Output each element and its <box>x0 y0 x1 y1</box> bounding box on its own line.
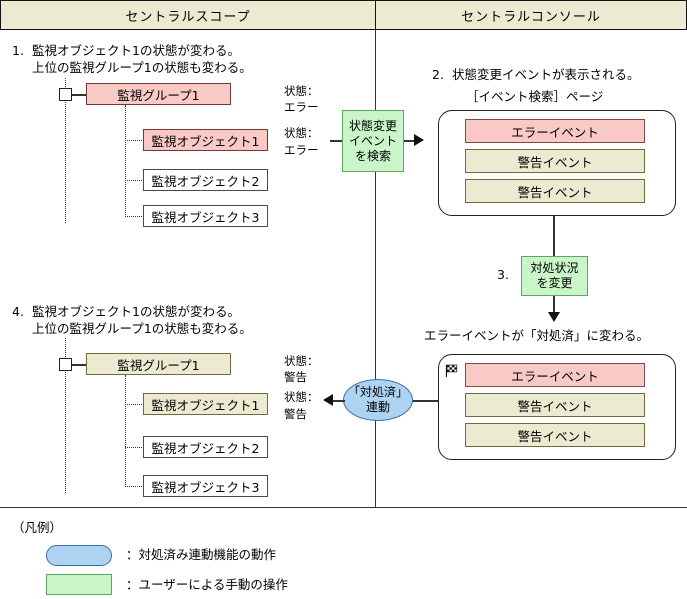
tree-bottom-branch-1 <box>125 404 144 405</box>
tree-bottom-group-handle[interactable] <box>59 358 72 371</box>
tree-top-object-1-label: 監視オブジェクト1 <box>151 133 260 149</box>
legend-swatch-manual-operation <box>46 574 112 595</box>
tree-top-branch-1 <box>125 140 144 141</box>
checkered-flag-icon <box>445 363 459 382</box>
linkage-line-right <box>412 400 438 402</box>
tree-bottom-spine <box>65 338 66 493</box>
search-event-out-line <box>404 140 414 142</box>
event-search-panel-bottom: エラーイベント 警告イベント 警告イベント <box>438 354 676 460</box>
step1-line2: 上位の監視グループ1の状態も変わる。 <box>32 60 252 75</box>
arrow-down-to-result-icon <box>548 312 560 322</box>
event-row-warning-bottom-2-label: 警告イベント <box>517 428 593 444</box>
legend-label-manual-operation: ：ユーザーによる手動の操作 <box>126 577 288 592</box>
action-search-line1: 状態変更 <box>348 118 397 133</box>
action-change-status-line1: 対処状況 <box>530 261 579 275</box>
step2-text: 状態変更イベントが表示される。 <box>452 67 640 82</box>
tree-top-object-status-label: 状態： <box>284 126 319 140</box>
tree-bottom-object-3[interactable]: 監視オブジェクト3 <box>143 475 268 497</box>
column-header-central-scope-label: セントラルスコープ <box>125 9 251 25</box>
arrow-left-to-tree-icon <box>323 394 333 406</box>
event-row-error-top[interactable]: エラーイベント <box>465 119 645 143</box>
tree-bottom-object-status-label: 状態： <box>284 390 319 404</box>
column-header-central-console: セントラルコンソール <box>375 0 687 30</box>
tree-top-children-spine <box>125 105 126 217</box>
action-search-line3: を検索 <box>354 148 391 163</box>
step4-number: 4. <box>12 304 24 319</box>
event-row-error-top-label: エラーイベント <box>511 124 599 140</box>
tree-top-group-status-label: 状態： <box>284 84 319 98</box>
legend-swatch-linkage <box>46 545 112 566</box>
tree-top-group-status-value: エラー <box>284 100 319 114</box>
event-row-error-bottom-label: エラーイベント <box>511 368 599 384</box>
column-header-central-console-label: セントラルコンソール <box>461 9 601 25</box>
tree-top-group-box[interactable]: 監視グループ1 <box>86 83 231 105</box>
step4-line1: 監視オブジェクト1の状態が変わる。 <box>32 304 240 319</box>
action-search-line2: イベント <box>348 133 397 148</box>
tree-top-object-1[interactable]: 監視オブジェクト1 <box>143 129 268 151</box>
column-header-central-scope: セントラルスコープ <box>0 0 376 30</box>
tree-top-object-3[interactable]: 監視オブジェクト3 <box>143 205 268 227</box>
tree-top-group-label: 監視グループ1 <box>117 87 200 103</box>
event-row-warning-top-2-label: 警告イベント <box>517 184 593 200</box>
tree-top-branch-2 <box>125 180 144 181</box>
action-change-status-line2: を変更 <box>536 276 573 290</box>
tree-bottom-handle-connector <box>72 364 86 366</box>
linkage-handled-status[interactable]: 「対処済」 連動 <box>343 379 413 421</box>
linkage-line-left <box>333 400 345 402</box>
tree-top-handle-connector <box>72 94 86 96</box>
event-row-warning-bottom-1-label: 警告イベント <box>517 398 593 414</box>
tree-bottom-branch-3 <box>125 486 144 487</box>
tree-bottom-children-spine <box>125 375 126 487</box>
tree-top-branch-3 <box>125 216 144 217</box>
tree-bottom-object-2[interactable]: 監視オブジェクト2 <box>143 436 268 458</box>
step1-line1: 監視オブジェクト1の状態が変わる。 <box>32 43 240 58</box>
step2-page-label: ［イベント検索］ページ <box>466 89 604 104</box>
legend-title: （凡例） <box>12 520 63 535</box>
flow-line-step3-to-result <box>553 296 555 314</box>
step4-line2: 上位の監視グループ1の状態も変わる。 <box>32 321 252 336</box>
step3-result-text: エラーイベントが「対処済」に変わる。 <box>424 328 650 343</box>
tree-top-group-handle[interactable] <box>59 88 72 101</box>
tree-bottom-object-2-label: 監視オブジェクト2 <box>151 440 260 456</box>
tree-bottom-object-1[interactable]: 監視オブジェクト1 <box>143 393 268 415</box>
step3-number: 3. <box>497 267 509 282</box>
tree-bottom-group-label: 監視グループ1 <box>117 357 200 373</box>
legend-label-linkage: ：対処済み連動機能の動作 <box>126 547 277 562</box>
event-row-error-bottom[interactable]: エラーイベント <box>465 363 645 387</box>
tree-bottom-object-status-value: 警告 <box>284 407 307 421</box>
tree-bottom-group-status-label: 状態： <box>284 354 319 368</box>
tree-top-object-2-label: 監視オブジェクト2 <box>151 173 260 189</box>
search-event-in-line <box>330 140 343 142</box>
event-row-warning-bottom-2[interactable]: 警告イベント <box>465 423 645 447</box>
tree-top-spine <box>65 78 66 223</box>
tree-bottom-group-box[interactable]: 監視グループ1 <box>86 353 231 375</box>
linkage-line2: 連動 <box>365 400 390 414</box>
legend-divider <box>0 507 687 508</box>
flow-line-panel-to-step3 <box>553 216 555 256</box>
tree-bottom-object-3-label: 監視オブジェクト3 <box>151 479 260 495</box>
tree-top-object-2[interactable]: 監視オブジェクト2 <box>143 169 268 191</box>
action-search-status-change-event[interactable]: 状態変更 イベント を検索 <box>342 110 404 172</box>
tree-bottom-object-1-label: 監視オブジェクト1 <box>151 397 260 413</box>
event-row-warning-top-1-label: 警告イベント <box>517 154 593 170</box>
tree-top-object-status-value: エラー <box>284 143 319 157</box>
action-change-handling-status[interactable]: 対処状況 を変更 <box>521 256 588 296</box>
event-row-warning-bottom-1[interactable]: 警告イベント <box>465 393 645 417</box>
event-search-panel-top: エラーイベント 警告イベント 警告イベント <box>438 110 676 216</box>
tree-top-object-3-label: 監視オブジェクト3 <box>151 209 260 225</box>
tree-bottom-group-status-value: 警告 <box>284 370 307 384</box>
tree-bottom-branch-2 <box>125 447 144 448</box>
step1-number: 1. <box>12 43 24 58</box>
event-row-warning-top-2[interactable]: 警告イベント <box>465 179 645 203</box>
step2-number: 2. <box>432 67 444 82</box>
column-divider <box>375 30 376 507</box>
linkage-line1: 「対処済」 <box>347 385 408 399</box>
arrow-to-event-panel-icon <box>414 134 424 146</box>
event-row-warning-top-1[interactable]: 警告イベント <box>465 149 645 173</box>
